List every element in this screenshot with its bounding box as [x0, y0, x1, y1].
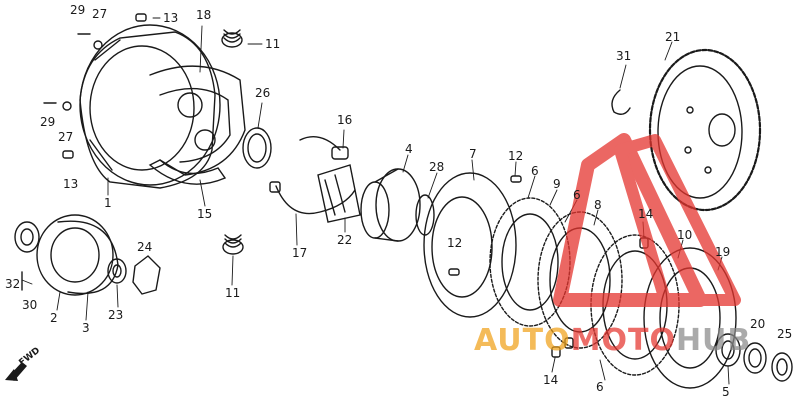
callout-19: 19	[715, 245, 731, 259]
part-31-circlip	[611, 89, 631, 115]
part-14-spring-middle	[564, 337, 574, 349]
part-27-washer-left	[62, 101, 72, 111]
callout-1: 1	[104, 196, 112, 210]
callout-6: 6	[596, 380, 604, 394]
callout-26: 26	[255, 86, 271, 100]
callout-20: 20	[750, 317, 766, 331]
callout-17: 17	[292, 246, 308, 260]
callout-11: 11	[225, 286, 241, 300]
fwd-arrow-icon	[5, 362, 27, 381]
callout-22: 22	[337, 233, 353, 247]
part-18-shoe-plate	[149, 65, 246, 176]
part-13-pin-top	[135, 13, 147, 22]
watermark-logo	[553, 133, 741, 307]
callout-14: 14	[543, 373, 559, 387]
part-6-clutch-plate-a	[489, 197, 571, 327]
callout-6: 6	[573, 188, 581, 202]
callout-32: 32	[5, 277, 21, 291]
callout-25: 25	[777, 327, 793, 341]
callout-4: 4	[405, 142, 413, 156]
part-11-spring-top	[221, 29, 243, 48]
callout-13: 13	[63, 177, 79, 191]
part-16-sensor	[299, 136, 349, 160]
part-4-sleeve	[360, 168, 421, 242]
callout-18: 18	[196, 8, 212, 22]
callout-14: 14	[638, 207, 654, 221]
callout-3: 3	[82, 321, 90, 335]
part-22-hub	[317, 164, 361, 223]
part-7-clutch-outer	[423, 172, 517, 318]
callout-10: 10	[677, 228, 693, 242]
callout-15: 15	[197, 207, 213, 221]
callout-2: 2	[50, 311, 58, 325]
part-11-spring-bottom	[222, 234, 244, 255]
callout-12: 12	[447, 236, 463, 250]
part-25-washer	[771, 352, 793, 382]
callout-31: 31	[616, 49, 632, 63]
part-17-wire-harness	[269, 181, 356, 215]
part-12-pin-left	[448, 268, 460, 276]
part-27-washer-top	[93, 40, 103, 50]
callout-13: 13	[163, 11, 179, 25]
callout-11: 11	[265, 37, 281, 51]
part-15-guide-plate	[148, 159, 227, 185]
part-32-seal	[14, 221, 40, 253]
callout-8: 8	[594, 198, 602, 212]
callout-16: 16	[337, 113, 353, 127]
callout-7: 7	[469, 147, 477, 161]
part-13-pin-left	[62, 150, 74, 159]
part-24-lock-plate	[132, 255, 161, 295]
callout-24: 24	[137, 240, 153, 254]
watermark-auto: AUTO	[474, 323, 571, 358]
callout-5: 5	[722, 385, 730, 399]
callout-27: 27	[92, 7, 108, 21]
watermark-text: AUTOMOTOHUB	[474, 323, 751, 358]
part-23-nut	[107, 258, 127, 284]
callout-6: 6	[531, 164, 539, 178]
callout-27: 27	[58, 130, 74, 144]
part-2-cover	[36, 214, 114, 296]
part-26-ring	[242, 127, 272, 169]
callout-28: 28	[429, 160, 445, 174]
callout-21: 21	[665, 30, 681, 44]
callout-29: 29	[40, 115, 56, 129]
part-21-driven-gear	[648, 48, 762, 212]
callout-30: 30	[22, 298, 38, 312]
callout-29: 29	[70, 3, 86, 17]
part-12-pin-top	[510, 175, 522, 183]
watermark-hub: HUB	[675, 323, 752, 358]
part-20-seal	[743, 342, 767, 374]
callout-12: 12	[508, 149, 524, 163]
callout-23: 23	[108, 308, 124, 322]
callout-9: 9	[553, 177, 561, 191]
watermark-moto: MOTO	[570, 323, 676, 358]
part-14-spring-bottom	[551, 346, 561, 358]
part-1-drum-housing	[79, 24, 221, 189]
